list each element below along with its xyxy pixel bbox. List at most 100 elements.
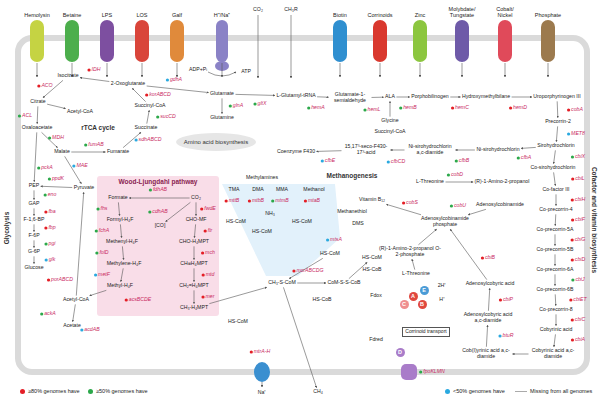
prevalence-dot (387, 160, 390, 163)
prevalence-dot (80, 328, 83, 331)
reaction-arrow (118, 202, 119, 215)
uptake-arrow (291, 15, 292, 78)
pathway-title: Methanogenesis (327, 172, 378, 179)
reaction-arrow (317, 96, 328, 97)
prevalence-dot (304, 199, 307, 202)
prevalence-dot (451, 106, 454, 109)
reaction-arrow (222, 98, 223, 113)
metabolite-label: Cob(I)yrinic acid a,c-diamide (461, 348, 511, 359)
reaction-arrow (420, 63, 421, 77)
prevalence-dot (307, 106, 310, 109)
metabolite-label: F-6P (28, 233, 39, 239)
metabolite-label: DMS (352, 221, 364, 227)
gene-label: ackA (44, 311, 56, 317)
legend-item: ≥80% genomes have (20, 388, 80, 394)
metabolite-label: ALA (385, 94, 395, 100)
prevalence-dot (253, 102, 256, 105)
metabolite-label: 15,17³-seco-F430-17³-acid (343, 144, 389, 155)
transporter: Zinc (413, 20, 427, 62)
metabolite-label: Succinyl-CoA (374, 129, 405, 135)
prevalence-dot (72, 164, 75, 167)
reaction-arrow (34, 208, 35, 215)
prevalence-dot (571, 278, 574, 281)
reaction-arrow (196, 202, 197, 215)
gene-label: cbiP (503, 297, 513, 303)
metabolite-label: Formate (108, 195, 127, 201)
reaction-arrow (512, 97, 532, 98)
reaction-arrow (555, 234, 556, 245)
prevalence-dot (567, 108, 570, 111)
metabolite-label: Cobyrinic acid a,c-diamide (530, 348, 576, 359)
prevalence-dot (229, 104, 232, 107)
metabolite-label: Precorrin-2 (545, 119, 571, 125)
gene-label: ACO (41, 83, 52, 89)
transport-box: Corrinoid transport (402, 327, 449, 337)
prevalence-dot (509, 106, 512, 109)
prevalence-dot (87, 68, 90, 71)
node-label: A (411, 293, 415, 299)
metabolite-label: Fumarate (107, 149, 129, 155)
gene-label: cfbCD (391, 159, 405, 165)
prevalence-dot (37, 84, 40, 87)
reaction-arrow (41, 186, 73, 187)
transporter: Molybdate/ Tungstate (455, 20, 469, 62)
node-label: Cobalt/ Nickel (493, 6, 517, 18)
metabolite-label: Co-precorrin-5B (537, 247, 574, 253)
prevalence-dot (402, 201, 405, 204)
gene-label: gdhA (170, 77, 182, 83)
reaction-arrow (317, 150, 342, 152)
metabolite-label: G-6P (28, 249, 40, 255)
prevalence-dot (40, 312, 43, 315)
gene-label: cobD (451, 172, 463, 178)
prevalence-dot (321, 159, 324, 162)
reaction-arrow (372, 97, 384, 98)
reaction-arrow (194, 268, 195, 281)
metabolite-label: ATP (241, 69, 251, 75)
prevalence-dot (47, 278, 50, 281)
node-label: LPS (102, 12, 112, 18)
metabolite-label: L-Threonine (402, 271, 430, 277)
metabolite-label: Fdox (370, 293, 382, 299)
metabolite-label: Sirohydrochlorin (537, 143, 574, 149)
metabolite-label: Glucose (24, 265, 43, 271)
metabolite-label: Fdred (369, 337, 383, 343)
reaction-arrow (554, 334, 556, 346)
subunit-circle: E (420, 286, 429, 295)
metabolite-label: Adenosylcobyric acid a,c-diamide (460, 312, 516, 323)
pathway-title: rTCA cycle (81, 124, 115, 131)
metabolite-label: ADP+Pᵢ (189, 67, 207, 73)
reaction-arrow (283, 287, 316, 387)
metabolite-label: CO₂ (191, 195, 201, 201)
reaction-arrow (47, 104, 65, 108)
prevalence-dot (149, 188, 152, 191)
metabolite-label: HS-CoM (320, 251, 340, 257)
sodium-arrow (262, 382, 263, 387)
metabolite-label: Methanol (303, 187, 324, 193)
gene-label: hemB (403, 105, 417, 111)
node-label: Amino acid biosynthesis (184, 139, 248, 146)
reaction-arrow (107, 63, 108, 77)
prevalence-dot (18, 114, 21, 117)
metabolite-label: CHO-H₄MPT (179, 239, 209, 245)
metabolite-label: Acetyl-CoA (63, 297, 89, 303)
gene-label: korABCD (149, 92, 171, 98)
gene-label: hemD (513, 105, 527, 111)
prevalence-dot (48, 177, 51, 180)
gene-label: fwdE (204, 206, 216, 212)
metabolite-label: HS-CoB (312, 297, 331, 303)
reaction-arrow (34, 132, 37, 181)
reaction-arrow (142, 63, 143, 77)
gene-label: MDH (52, 135, 64, 141)
subunit-circle: C (400, 300, 409, 309)
reaction-arrow (555, 254, 556, 265)
metabolite-label: HS-CoM (252, 229, 272, 235)
reaction-arrow (396, 97, 409, 98)
node-label: E (422, 287, 426, 293)
metabolite-label: CH₃-S-CoM (268, 280, 295, 286)
gene-label: fba (48, 209, 55, 215)
reaction-arrow (76, 192, 83, 295)
prevalence-dot (271, 199, 274, 202)
prevalence-dot (166, 78, 169, 81)
reaction-arrow (418, 229, 436, 245)
gene-label: cobU (454, 203, 466, 209)
